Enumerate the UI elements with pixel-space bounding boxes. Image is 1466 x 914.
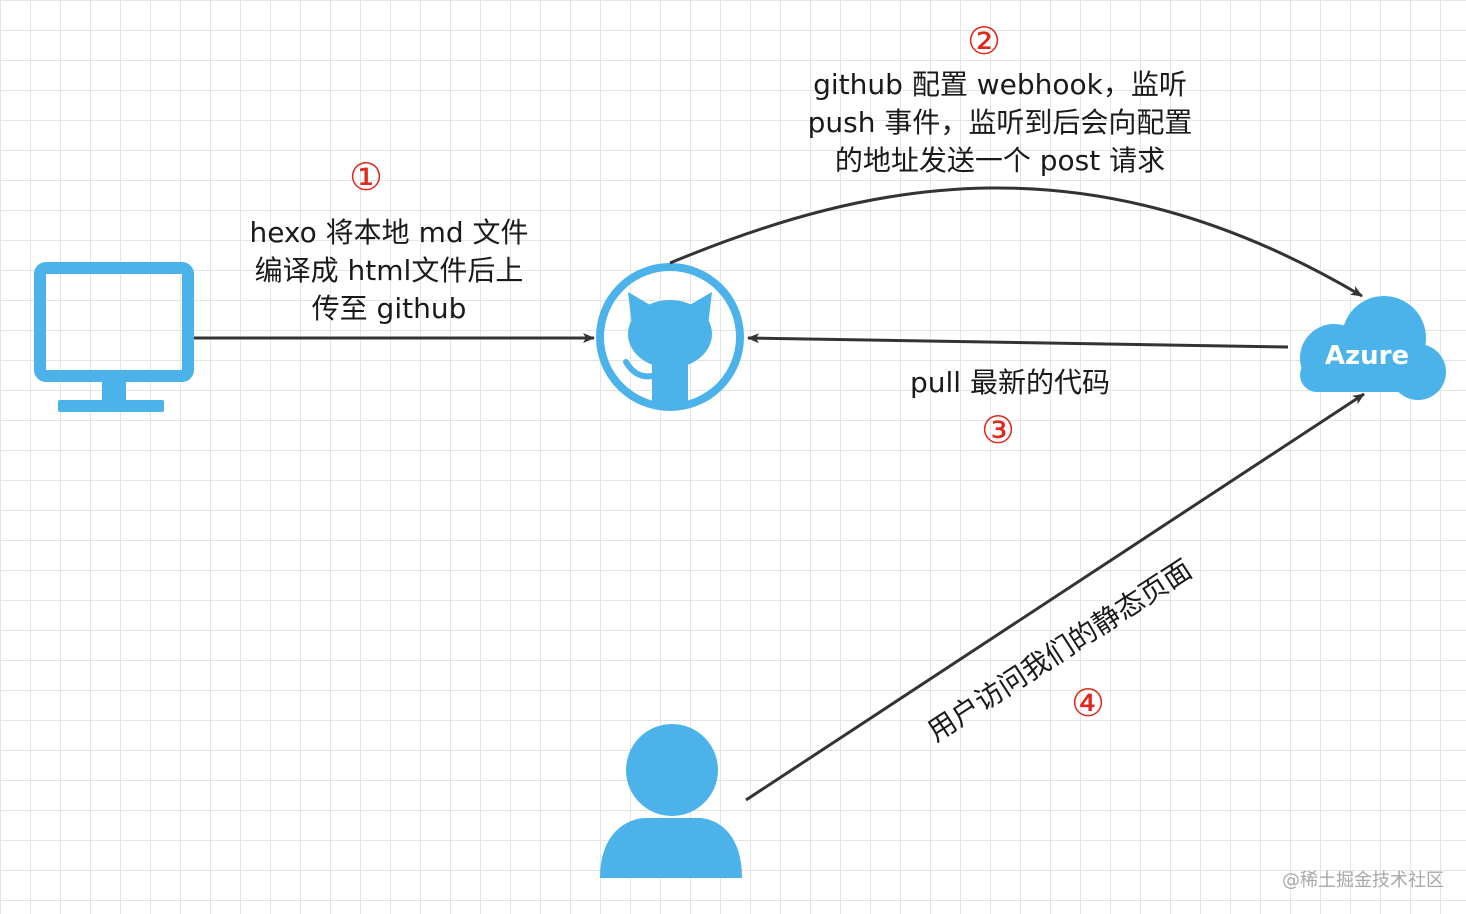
- monitor-icon: [34, 262, 194, 412]
- step-3-number: ③: [980, 408, 1016, 452]
- arrow-user-to-azure: [745, 392, 1365, 802]
- step-2-number: ②: [966, 19, 1002, 63]
- step-4-number: ④: [1070, 681, 1106, 725]
- user-icon: [600, 724, 742, 878]
- arrow-github-to-azure-webhook: [669, 186, 1363, 298]
- cloud-icon: Azure: [1300, 296, 1446, 400]
- arrow-azure-to-github-pull: [747, 333, 1289, 349]
- step-1-label: hexo 将本地 md 文件 编译成 html文件后上 传至 github: [249, 216, 529, 325]
- step-2-label: github 配置 webhook，监听 push 事件，监听到后会向配置 的地…: [807, 68, 1193, 177]
- step-3-label: pull 最新的代码: [910, 366, 1110, 399]
- azure-label: Azure: [1325, 341, 1409, 371]
- step-1-number: ①: [348, 155, 384, 199]
- github-octocat-icon: [596, 263, 744, 411]
- watermark: @稀土掘金技术社区: [1282, 870, 1444, 891]
